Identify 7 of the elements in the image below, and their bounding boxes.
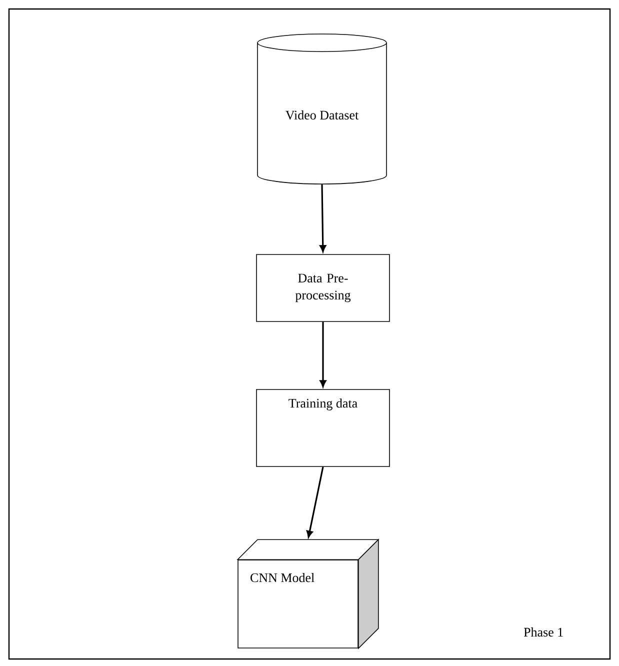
arrow	[306, 466, 324, 538]
database-cylinder: Video Dataset	[257, 34, 387, 184]
phase-label: Phase 1	[524, 627, 563, 637]
process-box: Data Pre-processing	[256, 254, 390, 322]
arrow	[320, 322, 326, 388]
arrow	[320, 184, 326, 252]
process-box: Training data	[256, 389, 390, 467]
